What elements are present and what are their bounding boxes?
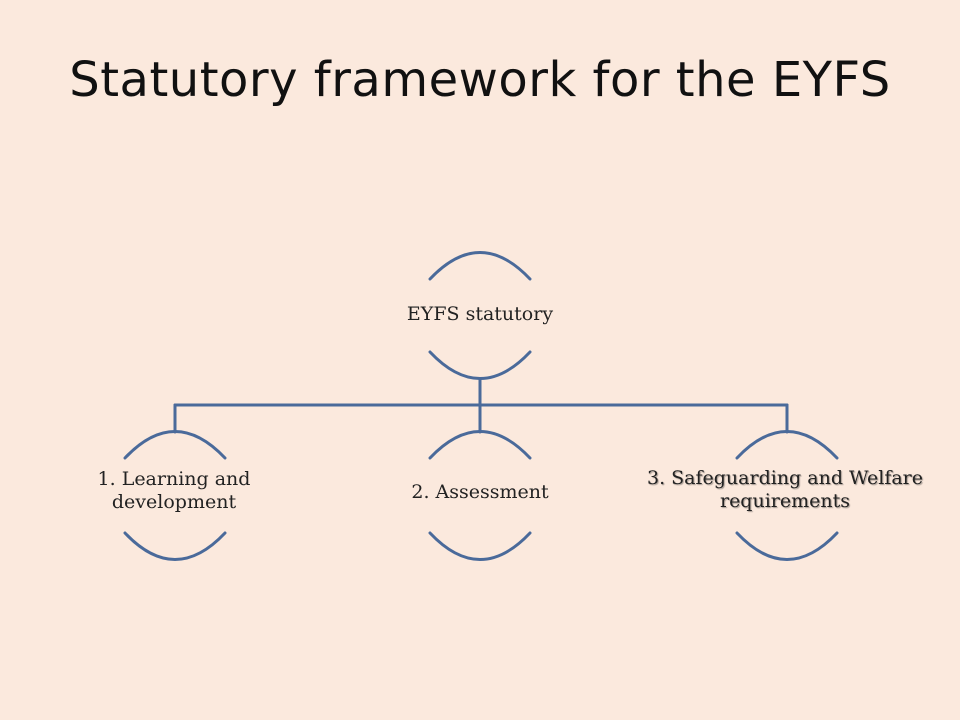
child-1-top-arc (123, 430, 227, 460)
child-node-label-learning: 1. Learning and development (97, 468, 251, 513)
child-1-bottom-arc (123, 531, 227, 561)
child-3-bottom-arc (735, 531, 839, 561)
root-node-top-arc (428, 251, 532, 281)
root-node-label: EYFS statutory (406, 303, 554, 325)
child-2-bottom-arc (428, 531, 532, 561)
child-node-label-safeguarding: 3. Safeguarding and Welfare requirements (646, 467, 924, 512)
slide-title: Statutory framework for the EYFS (69, 52, 891, 108)
child-3-top-arc (735, 430, 839, 460)
child-node-label-assessment: 2. Assessment (411, 481, 549, 503)
child-2-top-arc (428, 430, 532, 460)
root-node-bottom-arc (428, 350, 532, 380)
